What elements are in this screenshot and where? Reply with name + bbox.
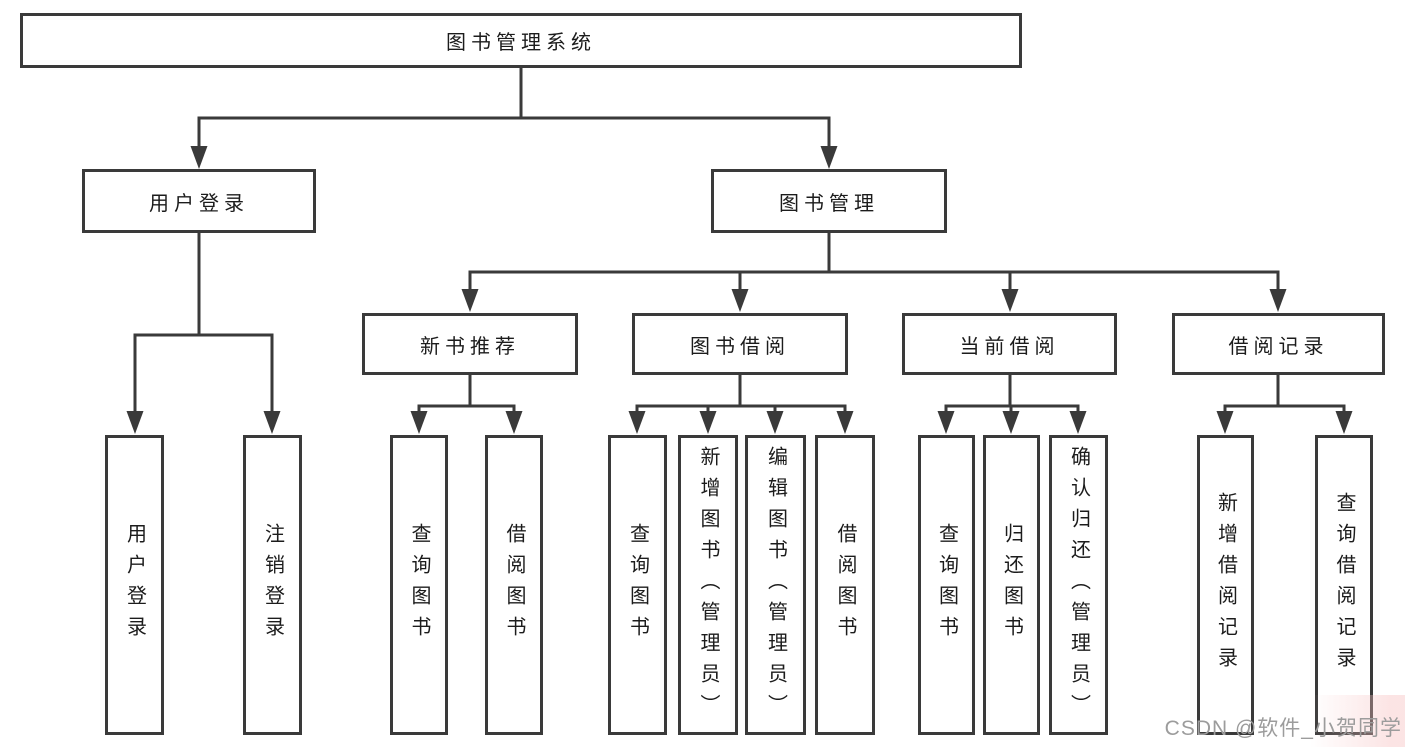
node-leaf-return-books: 归还图书 — [983, 435, 1040, 735]
node-library-system-root: 图书管理系统 — [20, 13, 1022, 68]
arrowhead-icon — [505, 411, 523, 434]
node-leaf-user-login: 用户登录 — [105, 435, 164, 735]
arrowhead-icon — [126, 411, 144, 434]
arrowhead-icon — [1216, 411, 1234, 434]
arrowhead-icon — [937, 411, 955, 434]
arrowhead-icon — [263, 411, 281, 434]
node-borrow-records: 借阅记录 — [1172, 313, 1385, 375]
arrowhead-icon — [699, 411, 717, 434]
node-leaf-edit-books-admin: 编辑图书（管理员） — [745, 435, 806, 735]
node-leaf-confirm-return-admin: 确认归还（管理员） — [1049, 435, 1108, 735]
arrowhead-icon — [461, 289, 479, 312]
arrowhead-icon — [628, 411, 646, 434]
node-leaf-logout: 注销登录 — [243, 435, 302, 735]
node-leaf-add-borrow-record: 新增借阅记录 — [1197, 435, 1254, 735]
arrowhead-icon — [1069, 411, 1087, 434]
arrowhead-icon — [731, 289, 749, 312]
node-leaf-borrow-books: 借阅图书 — [485, 435, 543, 735]
arrowhead-icon — [410, 411, 428, 434]
node-book-management: 图书管理 — [711, 169, 947, 233]
node-leaf-query-books: 查询图书 — [390, 435, 448, 735]
node-new-book-recommend: 新书推荐 — [362, 313, 578, 375]
node-leaf-borrow-books-2: 借阅图书 — [815, 435, 875, 735]
node-user-login: 用户登录 — [82, 169, 316, 233]
arrowhead-icon — [1001, 289, 1019, 312]
arrowhead-icon — [820, 146, 838, 169]
node-current-borrowing: 当前借阅 — [902, 313, 1117, 375]
arrowhead-icon — [766, 411, 784, 434]
arrowhead-icon — [1335, 411, 1353, 434]
arrowhead-icon — [836, 411, 854, 434]
node-leaf-add-books-admin: 新增图书（管理员） — [678, 435, 738, 735]
arrowhead-icon — [1002, 411, 1020, 434]
node-book-borrowing: 图书借阅 — [632, 313, 848, 375]
node-leaf-query-borrow-record: 查询借阅记录 — [1315, 435, 1373, 735]
node-leaf-query-books-3: 查询图书 — [918, 435, 975, 735]
arrowhead-icon — [190, 146, 208, 169]
arrowhead-icon — [1269, 289, 1287, 312]
node-leaf-query-books-2: 查询图书 — [608, 435, 667, 735]
